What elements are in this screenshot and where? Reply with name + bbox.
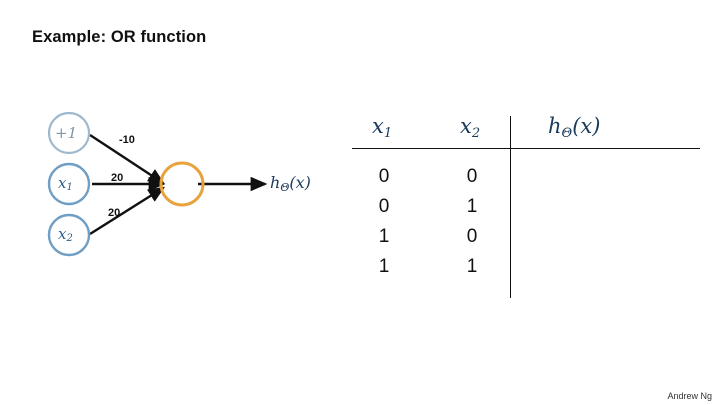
output-hypothesis-label: hΘ(x) <box>270 173 311 194</box>
truth-table: x1 x2 hΘ(x) 0 0 0 1 1 0 1 1 <box>352 108 700 308</box>
table-column-rule <box>510 116 511 298</box>
output-node-circle <box>159 161 205 207</box>
input-node-x1-label: x1 <box>58 174 73 193</box>
table-header-x1: x1 <box>372 114 393 141</box>
page-title: Example: OR function <box>32 28 207 46</box>
bias-node-circle <box>47 111 91 155</box>
neural-network-diagram: +1 x1 x2 -10 20 20 hΘ(x) <box>30 100 360 290</box>
input-node-x2-label: x2 <box>58 225 73 244</box>
table-row: 0 <box>378 196 390 217</box>
table-row: 1 <box>378 226 390 247</box>
author-credit: Andrew Ng <box>667 391 712 401</box>
network-edges <box>47 111 268 257</box>
table-row: 0 <box>466 166 478 187</box>
table-header-rule <box>352 148 700 149</box>
edge-weight-x2: 20 <box>108 207 121 219</box>
bias-node-label: +1 <box>55 124 78 142</box>
table-row: 1 <box>466 196 478 217</box>
input-node-x2-circle <box>47 213 91 257</box>
table-row: 0 <box>466 226 478 247</box>
table-row: 1 <box>466 256 478 277</box>
table-header-hypothesis: hΘ(x) <box>548 114 601 141</box>
edge-weight-bias: -10 <box>119 134 135 146</box>
input-node-x1-circle <box>47 162 91 206</box>
table-header-x2: x2 <box>460 114 481 141</box>
table-row: 0 <box>378 166 390 187</box>
table-row: 1 <box>378 256 390 277</box>
edge-weight-x1: 20 <box>111 172 124 184</box>
